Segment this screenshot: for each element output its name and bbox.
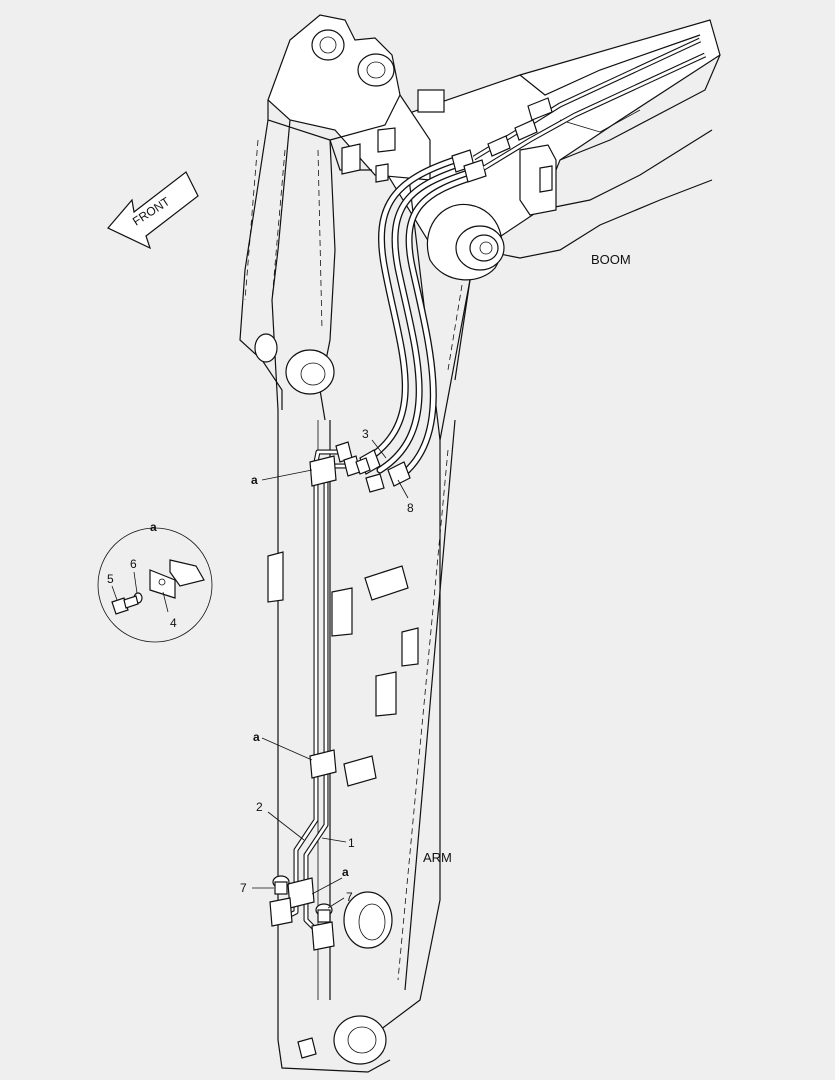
arm-structure — [239, 14, 471, 1073]
detail-view-title: a — [150, 520, 157, 534]
arm-label: ARM — [423, 850, 452, 865]
detail-view-a: a 5 6 4 — [97, 520, 213, 643]
front-direction-arrow: FRONT — [107, 171, 199, 250]
boom-label: BOOM — [591, 252, 631, 267]
detail-callout-5: 5 — [107, 572, 114, 586]
callout-7-right: 7 — [346, 890, 353, 904]
detail-callout-4: 4 — [170, 616, 177, 630]
callout-2: 2 — [256, 800, 263, 814]
callout-3: 3 — [362, 427, 369, 441]
steel-pipes — [269, 441, 385, 951]
callout-8: 8 — [407, 501, 414, 515]
clamp-label-upper: a — [251, 473, 258, 487]
detail-callout-6: 6 — [130, 557, 137, 571]
hose-assembly — [359, 37, 707, 487]
clamp-label-lower: a — [342, 865, 349, 879]
clamp-label-middle: a — [253, 730, 260, 744]
callout-7-left: 7 — [240, 881, 247, 895]
callout-leaders — [252, 439, 409, 909]
boom-structure — [359, 19, 721, 381]
callout-1: 1 — [348, 836, 355, 850]
